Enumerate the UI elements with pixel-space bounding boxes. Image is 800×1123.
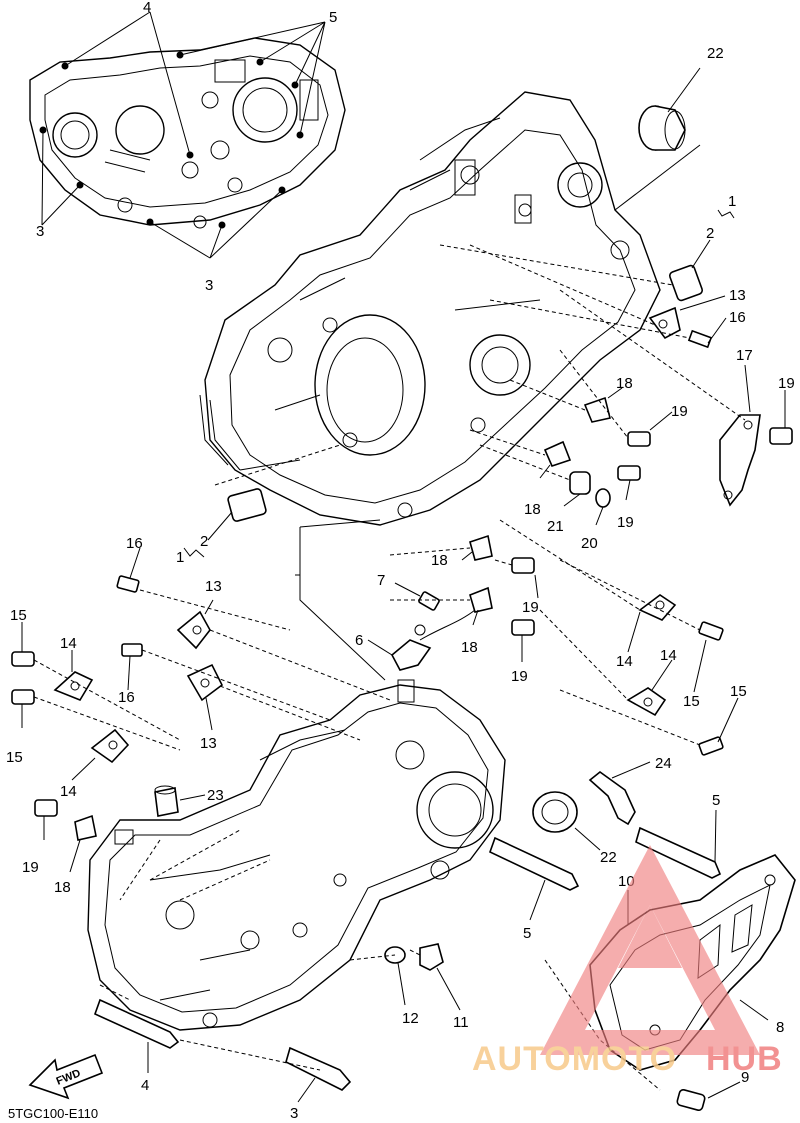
callout: 18 <box>616 375 633 392</box>
callout: 12 <box>402 1010 419 1027</box>
clamps-18-bolts-19-right <box>469 349 673 526</box>
left-side-small-parts <box>11 622 361 873</box>
callout: 23 <box>207 787 224 804</box>
callout: 5 <box>329 9 337 26</box>
callout: 19 <box>617 514 634 531</box>
callout: 22 <box>707 45 724 62</box>
callout: 19 <box>522 599 539 616</box>
callout: 4 <box>143 0 151 16</box>
callout: 13 <box>205 578 222 595</box>
upper-crankcase-half <box>199 91 661 526</box>
watermark-text-automoto: AUTOMOTO <box>472 1040 677 1078</box>
callout: 15 <box>6 749 23 766</box>
callout: 14 <box>616 653 633 670</box>
dowel-pin-left <box>183 444 341 558</box>
callout: 2 <box>200 533 208 550</box>
lower-bolts-and-plugs <box>93 836 580 1103</box>
callout: 19 <box>671 403 688 420</box>
callout: 5 <box>712 792 720 809</box>
callout: 15 <box>683 693 700 710</box>
part-22-lower-plug <box>532 791 601 851</box>
watermark-triangle-icon <box>540 845 760 1055</box>
callout: 18 <box>54 879 71 896</box>
callout: 16 <box>118 689 135 706</box>
callout: 14 <box>660 647 677 664</box>
callout: 17 <box>736 347 753 364</box>
callout: 4 <box>141 1077 149 1094</box>
callout: 3 <box>36 223 44 240</box>
callout: 1 <box>176 549 184 566</box>
middle-small-parts <box>116 519 739 879</box>
callout: 15 <box>10 607 27 624</box>
callout: 24 <box>655 755 672 772</box>
callout: 6 <box>355 632 363 649</box>
callout-labels: 22 1 2 13 16 17 19 18 19 19 18 21 20 19 … <box>6 0 795 1122</box>
assembly-bracket-1 <box>295 519 386 681</box>
callout: 15 <box>730 683 747 700</box>
callout: 13 <box>729 287 746 304</box>
callout: 5 <box>523 925 531 942</box>
callout: 9 <box>741 1069 749 1086</box>
callout: 2 <box>706 225 714 242</box>
callout: 3 <box>205 277 213 294</box>
callout: 16 <box>729 309 746 326</box>
watermark-text-hub: HUB <box>706 1040 783 1078</box>
callout: 16 <box>126 535 143 552</box>
callout: 19 <box>778 375 795 392</box>
part-22-upper-plug <box>614 67 701 211</box>
callout: 8 <box>776 1019 784 1036</box>
dowel-pin-upper-right <box>439 209 735 302</box>
callout: 7 <box>377 572 385 589</box>
callout: 20 <box>581 535 598 552</box>
plate-17 <box>559 289 793 507</box>
callout: 1 <box>728 193 736 210</box>
fwd-arrow-icon: FWD <box>28 1053 104 1100</box>
callout: 14 <box>60 635 77 652</box>
drawing-code: 5TGC100-E110 <box>8 1106 98 1121</box>
callout: 18 <box>524 501 541 518</box>
callout: 14 <box>60 783 77 800</box>
callout: 13 <box>200 735 217 752</box>
callout: 19 <box>22 859 39 876</box>
clamp-13-and-screw-16-upper <box>469 244 727 349</box>
callout: 19 <box>511 668 528 685</box>
callout: 18 <box>431 552 448 569</box>
callout: 18 <box>461 639 478 656</box>
callout: 21 <box>547 518 564 535</box>
callout: 11 <box>453 1014 469 1031</box>
inset-crankcase-view <box>29 11 346 259</box>
lower-crankcase-half <box>87 679 506 1031</box>
callout: 22 <box>600 849 617 866</box>
callout: 3 <box>290 1105 298 1122</box>
watermark-logo: AUTOMOTO HUB <box>472 845 783 1078</box>
